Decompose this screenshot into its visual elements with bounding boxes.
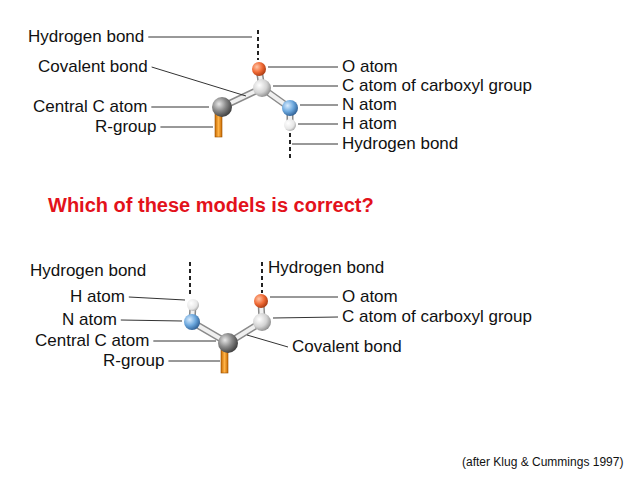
leader-line (153, 341, 216, 342)
leader-line (151, 107, 209, 108)
part-label: C atom of carboxyl group (342, 308, 532, 327)
part-label: O atom (342, 58, 398, 77)
part-label: Hydrogen bond (28, 28, 144, 47)
caption: (after Klug & Cummings 1997) (462, 456, 623, 469)
part-label: Covalent bond (38, 58, 148, 77)
part-label: Hydrogen bond (342, 135, 458, 154)
model-top (212, 62, 298, 137)
part-label: Covalent bond (292, 338, 402, 357)
part-label: N atom (342, 96, 397, 115)
leader-line (270, 297, 338, 298)
leader-line (300, 105, 338, 106)
part-label: Central C atom (33, 98, 147, 117)
leader-line (148, 37, 252, 38)
part-label: N atom (62, 311, 117, 330)
part-label: Hydrogen bond (268, 259, 384, 278)
part-label: C atom of carboxyl group (342, 77, 532, 96)
title: Which of these models is correct? (48, 194, 374, 216)
leader-line (160, 127, 213, 128)
leader-line (129, 297, 185, 300)
part-label: O atom (342, 288, 398, 307)
part-label: R-group (103, 352, 164, 371)
leader-line (168, 361, 220, 362)
leader-line (298, 124, 338, 125)
leader-line (273, 86, 338, 87)
leader-line (121, 320, 182, 321)
part-label: R-group (95, 118, 156, 137)
part-label: Central C atom (35, 332, 149, 351)
hydrogen-bond-line (190, 30, 290, 297)
leader-line (273, 317, 338, 318)
leader-line (292, 144, 338, 145)
part-label: Hydrogen bond (30, 262, 146, 281)
leader-line (268, 67, 338, 68)
part-label: H atom (70, 288, 125, 307)
leader-line (152, 67, 246, 96)
part-label: H atom (342, 115, 397, 134)
leader-line (247, 335, 288, 347)
